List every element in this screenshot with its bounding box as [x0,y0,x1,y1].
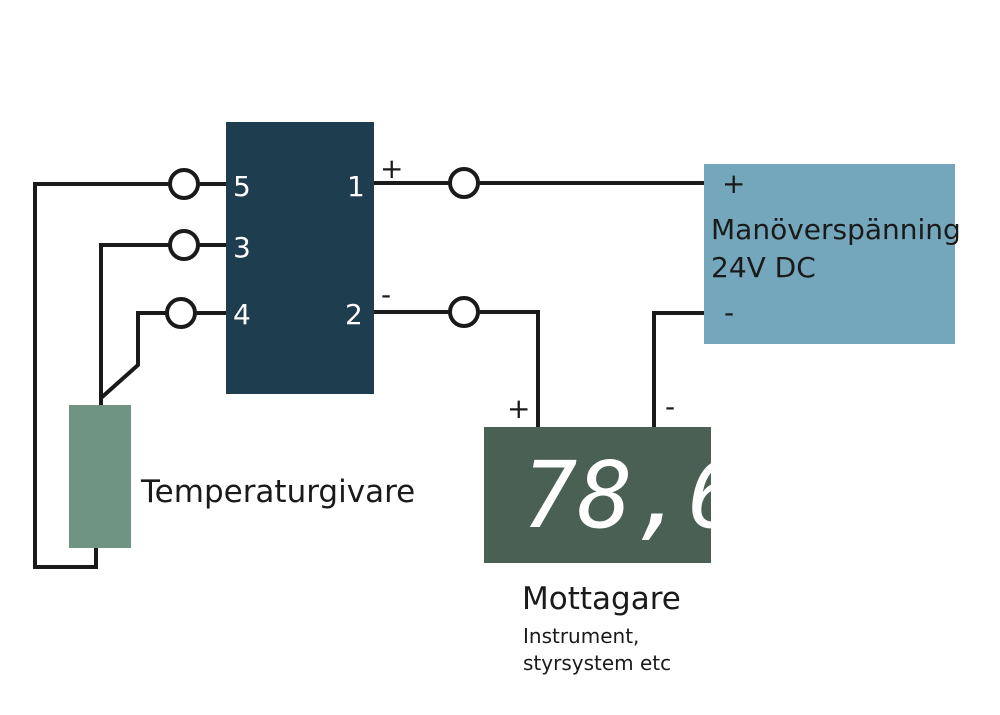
wire-pin2-receiver-plus [374,310,540,427]
wire-supply-minus-receiver-minus [652,311,704,427]
transmitter-minus-sign: - [381,278,391,311]
receiver-title: Mottagare [522,581,681,617]
pin-label-2: 2 [345,298,363,331]
supply-minus-sign: - [724,296,734,329]
receiver-minus-sign: - [665,390,675,423]
transmitter-box [226,122,374,394]
sensor-label: Temperaturgivare [140,474,415,510]
pin-label-3: 3 [233,231,251,264]
supply-label-line1: Manöverspänning [711,213,961,246]
terminal-pin2 [448,296,480,328]
pin-label-1: 1 [347,170,365,203]
receiver-subtitle-line1: Instrument, [523,624,639,648]
receiver-display-value: 78,6 [522,442,744,549]
pin-label-5: 5 [233,170,251,203]
terminal-pin3 [168,229,200,261]
terminal-pin1 [448,167,480,199]
supply-plus-sign: + [722,167,745,200]
transmitter-plus-sign: + [380,152,403,185]
supply-label-line2: 24V DC [711,251,816,284]
receiver-subtitle-line2: styrsystem etc [523,651,671,675]
terminal-pin4 [165,297,197,329]
terminal-pin5 [168,168,200,200]
receiver-plus-sign: + [507,392,530,425]
pin-label-4: 4 [233,298,251,331]
supply-box [704,164,955,344]
wire-pin5-sensor [33,182,226,569]
receiver-box [484,427,711,563]
wire-pin4-sensor [99,311,226,400]
temperature-sensor-box [69,405,131,548]
